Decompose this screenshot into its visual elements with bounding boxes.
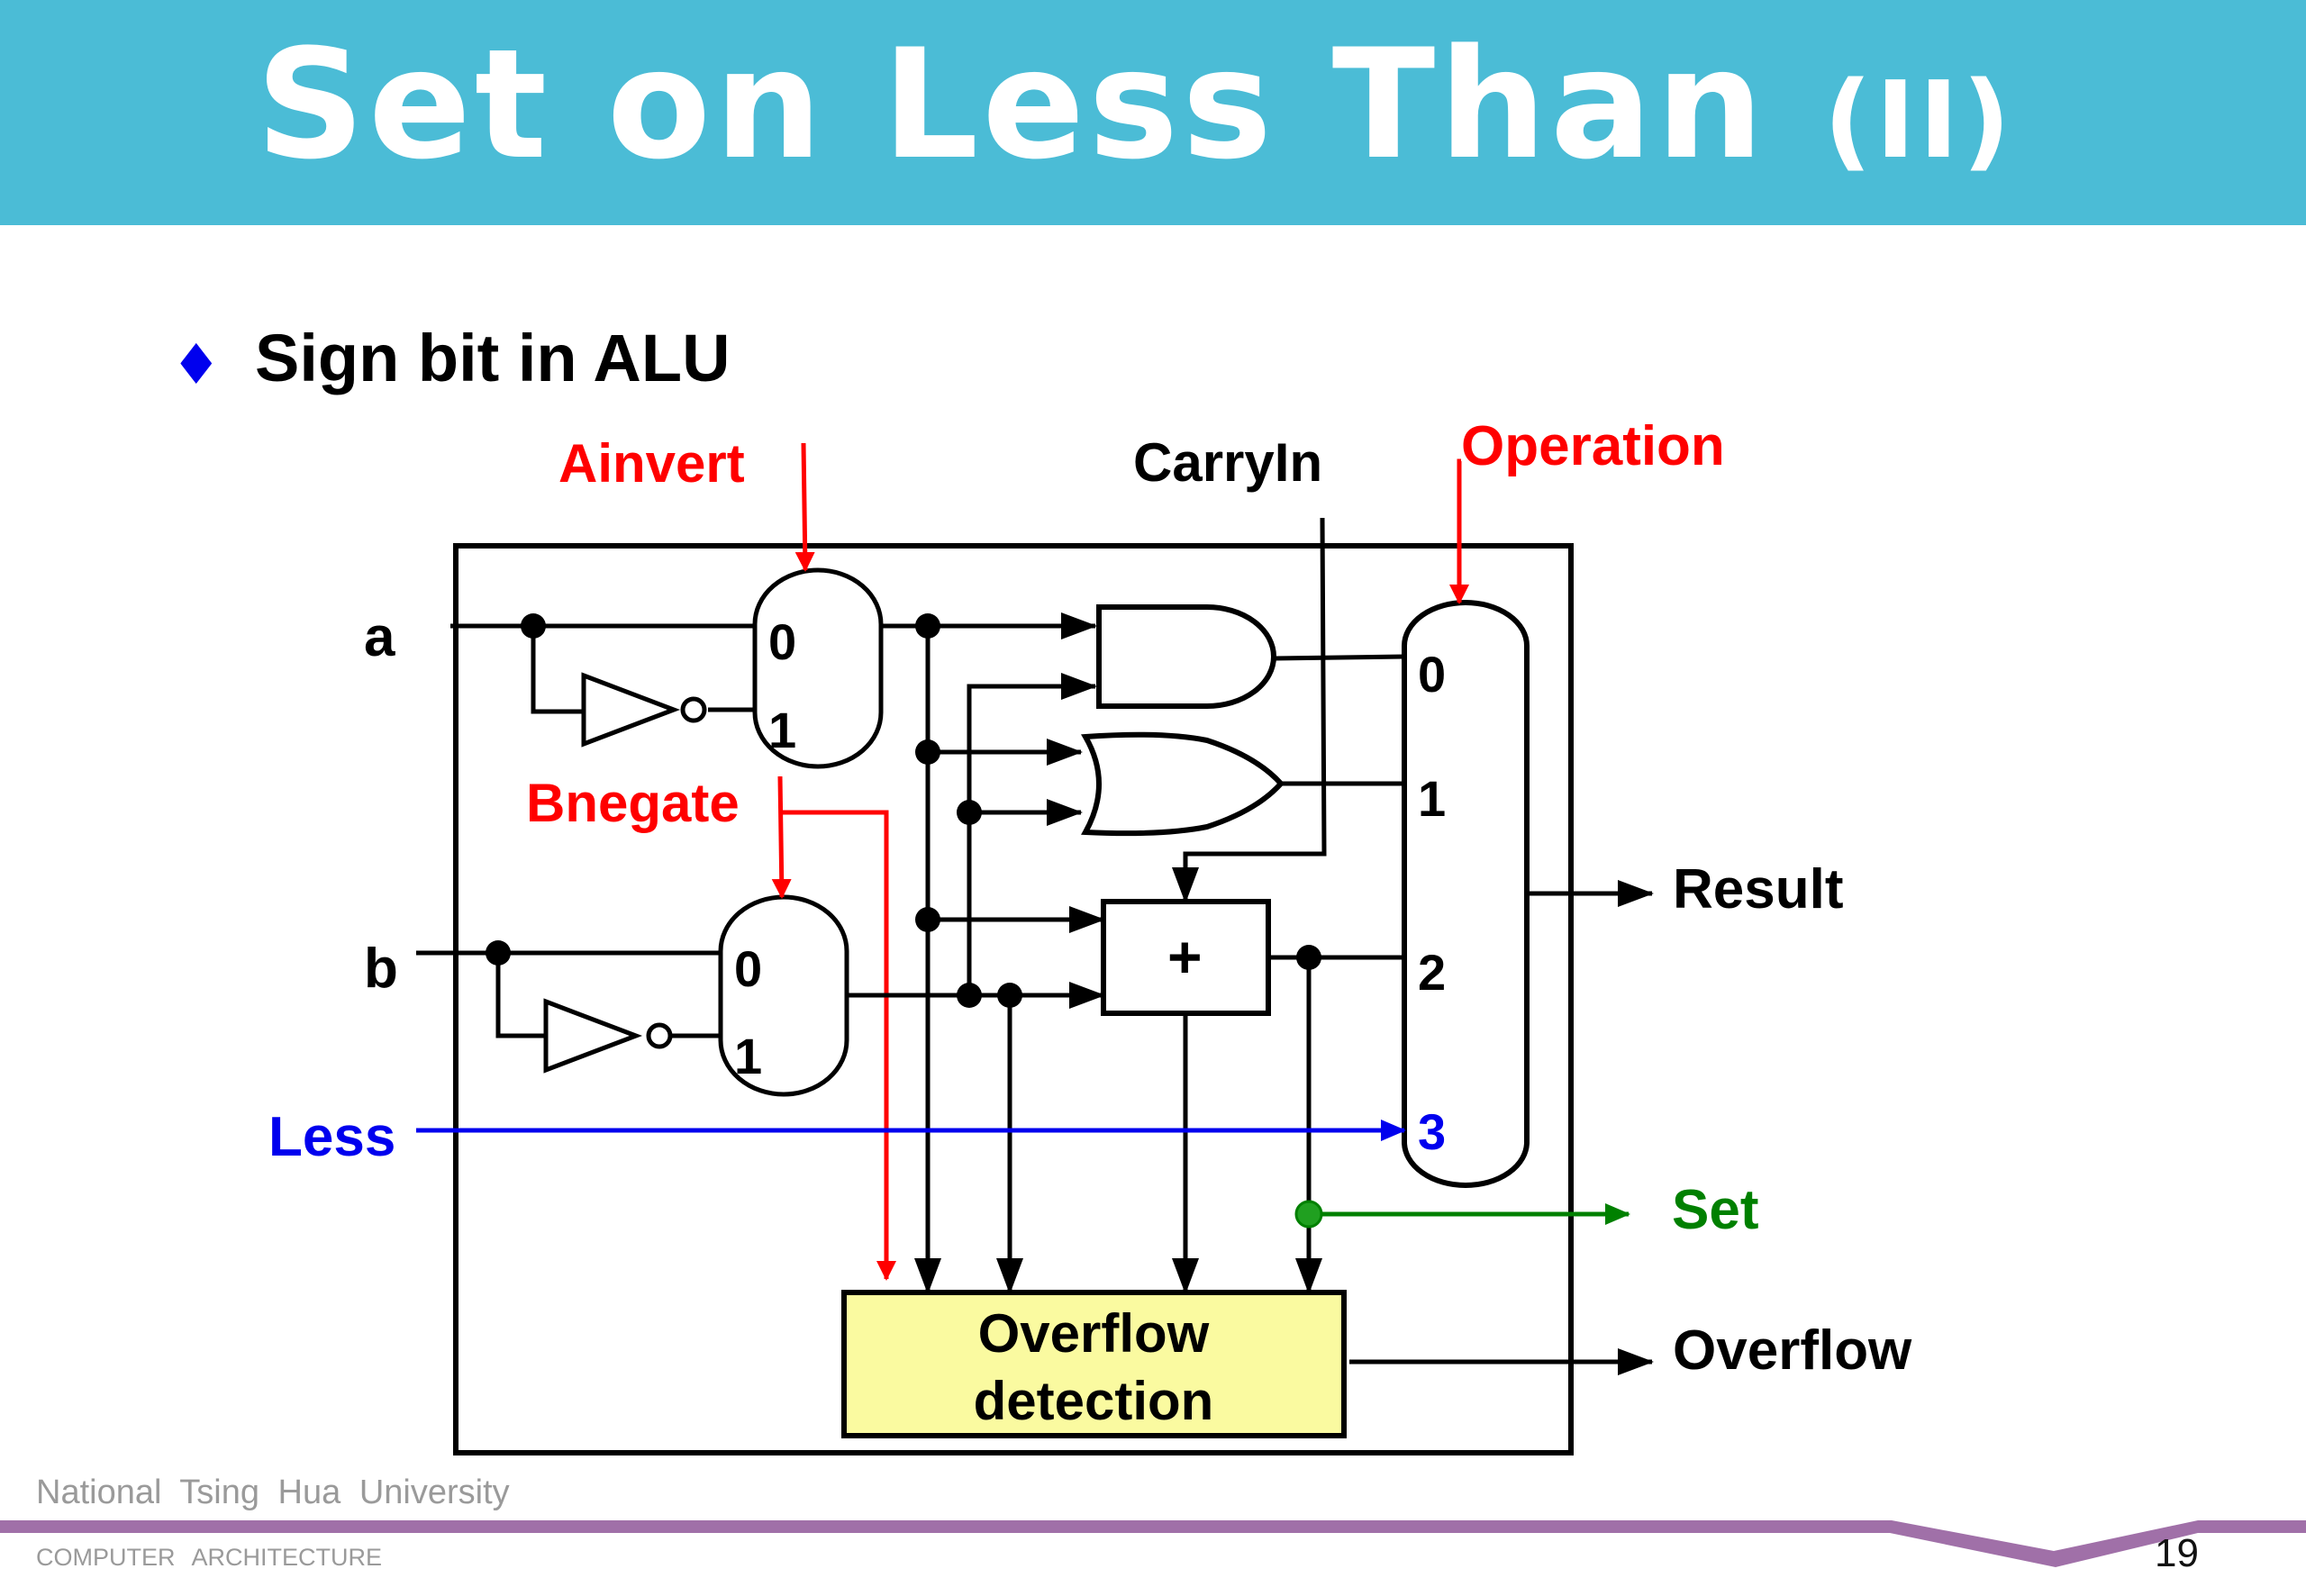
slide-title-main: Set on Less Than [255,16,1767,193]
set-junction-dot [1294,1200,1323,1229]
mux-b-input-1: 1 [734,1028,762,1084]
bullet-text: Sign bit in ALU [255,321,731,395]
junction-dot [957,800,982,825]
slide-title-suffix: (II) [1823,58,2015,182]
overflow-detection-block [841,1290,1347,1438]
result-mux-input-1: 1 [1418,770,1446,827]
input-b-label: b [364,938,398,1000]
operation-line [1449,458,1469,604]
footer-course: COMPUTER ARCHITECTURE [36,1544,383,1571]
junction-dot [1296,945,1321,970]
carryin-line [1172,517,1327,903]
operation-label: Operation [1461,415,1725,477]
overflow-block-line-1: Overflow [978,1303,1210,1364]
a-bus [881,612,1105,1294]
overflow-block-line-2: detection [974,1371,1214,1431]
ainvert-line [794,442,815,572]
junction-dot [486,940,511,966]
footer-band [0,1520,2306,1567]
ainvert-label: Ainvert [558,433,745,494]
result-mux-input-3: 3 [1418,1103,1446,1160]
bnegate-lines [771,775,896,1281]
junction-dot [521,613,546,639]
slide-title: Set on Less Than (II) [0,16,2270,193]
title-bar: Set on Less Than (II) [0,0,2306,225]
less-label: Less [268,1106,395,1168]
result-label: Result [1673,858,1843,920]
junction-dot [997,983,1022,1008]
input-a-label: a [364,606,395,668]
b-inverter [543,998,673,1074]
or-gate [1081,731,1285,837]
bnegate-label: Bnegate [526,773,740,833]
mux-a [752,567,884,769]
junction-dot [957,983,982,1008]
page-number: 19 [2155,1531,2199,1575]
result-mux-input-0: 0 [1418,646,1446,703]
set-label: Set [1672,1179,1758,1241]
diamond-bullet-icon: ♦ [171,331,222,397]
carryin-label: CarryIn [1133,432,1322,493]
mux-a-input-1: 1 [768,702,796,758]
a-inverter [581,672,707,748]
junction-dot [915,613,940,639]
b-input-path [416,950,721,1038]
a-input-path [450,623,755,714]
gate-outputs [1172,654,1405,1294]
and-gate [1096,604,1276,709]
alu-boundary [453,543,1574,1455]
mux-a-input-0: 0 [768,613,796,670]
junction-dot [915,739,940,765]
adder [1101,899,1271,1016]
adder-symbol: + [1167,923,1203,990]
result-mux-input-2: 2 [1418,944,1446,1001]
overflow-label: Overflow [1673,1319,1912,1382]
junction-dot [915,907,940,932]
mux-b-input-0: 0 [734,940,762,997]
footer-university: National Tsing Hua University [36,1474,510,1511]
